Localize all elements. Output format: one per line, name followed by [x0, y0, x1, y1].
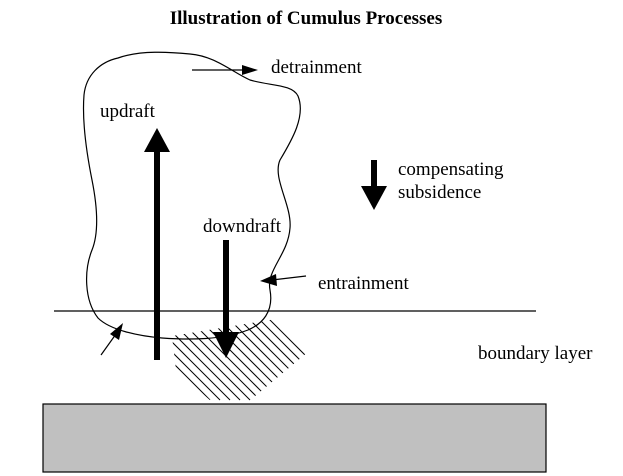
cloud-outline [82, 51, 301, 340]
boundary-layer-label: boundary layer [478, 343, 593, 364]
downdraft-label: downdraft [203, 216, 282, 237]
detrainment-arrow [192, 65, 258, 75]
subsidence-label: subsidence [398, 182, 481, 203]
subsidence-arrow [361, 160, 387, 210]
hatched-inflow-region [172, 318, 308, 401]
diagram-title: Illustration of Cumulus Processes [170, 8, 443, 29]
updraft-label: updraft [100, 101, 156, 122]
entrainment-arrow [260, 274, 307, 286]
inflow-arrow [100, 323, 123, 356]
entrainment-label: entrainment [318, 273, 409, 294]
detrainment-label: detrainment [271, 57, 362, 78]
updraft-arrow [144, 128, 170, 360]
compensating-label: compensating [398, 159, 504, 180]
downdraft-arrow [213, 240, 239, 358]
ground-surface [42, 403, 547, 473]
